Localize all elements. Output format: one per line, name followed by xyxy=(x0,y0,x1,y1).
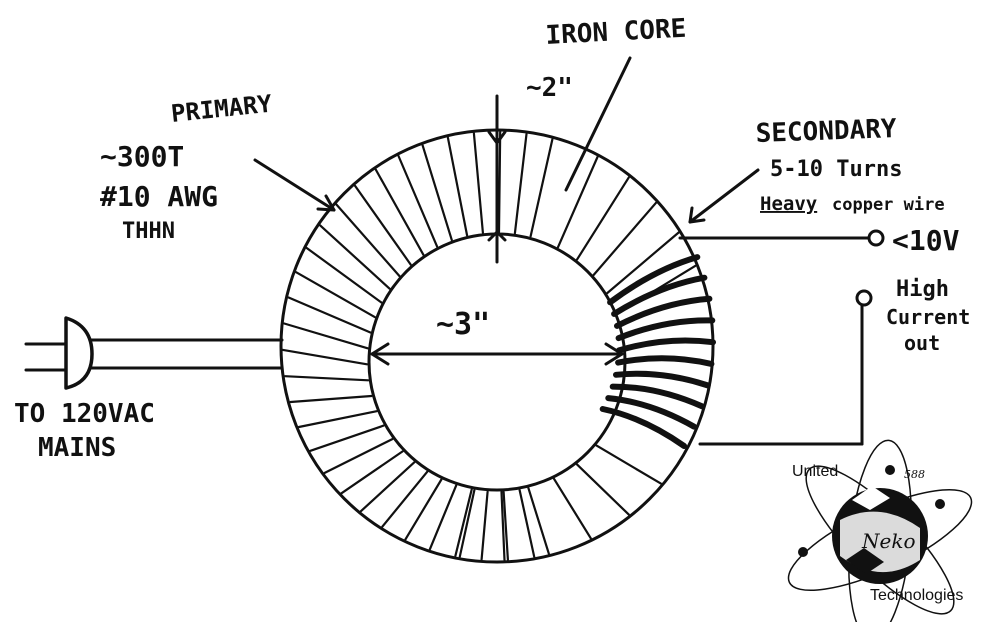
primary-winding xyxy=(502,490,509,561)
primary-winding xyxy=(295,271,377,319)
primary-winding xyxy=(397,154,439,248)
secondary-winding xyxy=(611,274,708,317)
primary-winding xyxy=(595,444,663,485)
secondary-winding xyxy=(607,254,701,306)
core-width-dimension xyxy=(487,56,632,264)
primary-winding xyxy=(480,490,489,561)
secondary-winding xyxy=(614,295,713,329)
primary-winding xyxy=(552,477,592,540)
primary-windings xyxy=(281,130,697,562)
primary-winding xyxy=(513,132,528,235)
secondary-winding xyxy=(613,370,711,389)
secondary-heavy: Heavy xyxy=(760,193,817,215)
secondary-winding xyxy=(609,383,705,410)
primary-winding xyxy=(575,463,630,516)
primary-winding xyxy=(381,470,429,528)
logo-top-text: United xyxy=(792,463,838,480)
output-out: out xyxy=(904,331,940,355)
output-high: High xyxy=(896,277,949,302)
primary-winding xyxy=(284,375,370,382)
primary-winding xyxy=(606,231,680,295)
secondary-winding xyxy=(615,355,715,367)
secondary-windings xyxy=(599,254,716,449)
primary-winding xyxy=(500,490,506,562)
logo-badge-number: 588 xyxy=(904,468,925,481)
primary-winding xyxy=(404,478,443,541)
core-inner-ring xyxy=(367,232,627,492)
primary-winding xyxy=(592,201,658,277)
output-terminal-bottom xyxy=(855,289,873,307)
primary-winding xyxy=(305,246,383,304)
primary-winding xyxy=(374,168,425,256)
secondary-turns: 5-10 Turns xyxy=(770,157,902,182)
secondary-winding xyxy=(616,337,716,354)
united-technologies-logo: Neko 588 United Technologies xyxy=(787,439,973,622)
primary-gauge: #10 AWG xyxy=(100,180,218,213)
primary-winding xyxy=(323,438,394,474)
primary-winding xyxy=(281,348,369,366)
secondary-winding xyxy=(605,395,697,430)
primary-winding xyxy=(309,424,385,452)
primary-winding xyxy=(283,322,369,350)
primary-winding xyxy=(454,488,473,558)
logo-bottom-text: Technologies xyxy=(870,587,963,604)
primary-winding xyxy=(575,176,630,261)
secondary-winding xyxy=(599,406,688,449)
primary-type: THHN xyxy=(122,219,175,244)
primary-title: PRIMARY xyxy=(170,89,274,127)
primary-winding xyxy=(297,410,378,429)
primary-winding xyxy=(556,155,599,249)
primary-winding xyxy=(497,130,502,234)
primary-winding xyxy=(359,461,416,513)
primary-winding xyxy=(428,484,458,551)
primary-winding xyxy=(472,132,484,234)
output-current: Current xyxy=(886,305,970,329)
logo-script: Neko xyxy=(861,529,916,553)
primary-winding xyxy=(289,394,373,404)
primary-winding xyxy=(319,224,391,290)
secondary-title: SECONDARY xyxy=(755,114,897,149)
secondary-pointer-arrow xyxy=(688,168,760,224)
primary-winding xyxy=(527,487,550,555)
secondary-winding xyxy=(615,317,716,342)
primary-winding xyxy=(340,450,404,495)
inner-diameter-label: ~3" xyxy=(436,307,490,342)
output-terminal-top xyxy=(867,229,885,247)
primary-winding xyxy=(287,296,372,334)
output-leads xyxy=(678,229,885,446)
primary-winding xyxy=(335,203,401,278)
output-voltage: <10V xyxy=(892,224,960,257)
primary-turns: ~300T xyxy=(100,140,184,173)
primary-winding xyxy=(529,138,554,238)
mains-plug xyxy=(24,316,284,390)
toroid-core xyxy=(279,128,716,564)
core-width-label: ~2" xyxy=(526,73,573,103)
primary-winding xyxy=(458,488,476,558)
primary-pointer-arrow xyxy=(253,158,336,212)
mains-label-line2: MAINS xyxy=(38,433,116,463)
primary-winding xyxy=(421,144,453,242)
primary-winding xyxy=(446,136,469,237)
primary-winding xyxy=(518,488,536,558)
mains-label-line1: TO 120VAC xyxy=(14,399,155,429)
secondary-wire: copper wire xyxy=(832,195,945,215)
core-title: IRON CORE xyxy=(545,14,687,51)
inner-diameter-dimension xyxy=(370,342,624,366)
primary-winding xyxy=(354,184,412,266)
